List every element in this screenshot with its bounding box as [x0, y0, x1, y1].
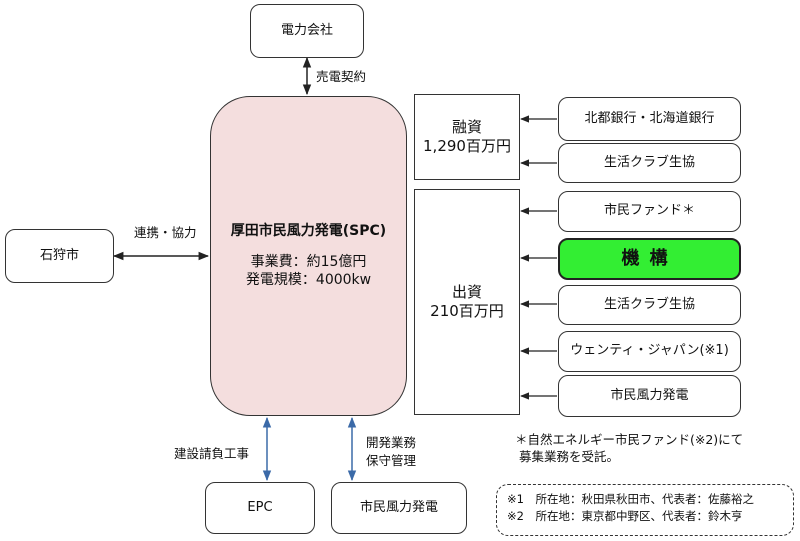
citizen-wind-top-label: 市民風力発電	[610, 387, 689, 403]
loan-amount: 1,290百万円	[423, 137, 511, 155]
address-line-1: ※1 所在地：秋田県秋田市、代表者：佐藤裕之	[507, 492, 754, 506]
ishikari-node: 石狩市	[5, 229, 114, 283]
equity-node: 出資 210百万円	[414, 189, 520, 415]
bank-node: 北都銀行・北海道銀行	[558, 97, 741, 141]
coop-equity-node: 生活クラブ生協	[558, 285, 741, 325]
ishikari-label: 石狩市	[39, 247, 79, 263]
equity-title: 出資	[451, 283, 482, 302]
loan-title: 融資	[451, 118, 482, 137]
development-label-1: 開発業務	[366, 435, 417, 450]
spc-title: 厚田市民風力発電(SPC)	[230, 222, 387, 239]
power-company-label: 電力会社	[280, 22, 333, 38]
kiko-label: 機構	[621, 247, 678, 269]
address-note: ※1 所在地：秋田県秋田市、代表者：佐藤裕之 ※2 所在地：東京都中野区、代表者…	[496, 484, 794, 536]
power-company-node: 電力会社	[250, 4, 364, 58]
citizen-fund-node: 市民ファンド＊	[558, 191, 741, 232]
fund-note: ＊自然エネルギー市民ファンド(※2)にて 募集業務を受託。	[515, 432, 743, 466]
spc-scale: 発電規模：4000kw	[245, 271, 372, 288]
development-label-2: 保守管理	[366, 453, 417, 468]
equity-amount: 210百万円	[430, 302, 504, 320]
bank-label: 北都銀行・北海道銀行	[584, 110, 715, 126]
construction-label: 建設請負工事	[174, 446, 250, 461]
loan-node: 融資 1,290百万円	[414, 94, 520, 180]
address-line-2: ※2 所在地：東京都中野区、代表者：鈴木亨	[507, 508, 743, 523]
spc-cost: 事業費：約15億円	[250, 254, 367, 271]
citizen-wind-top-node: 市民風力発電	[558, 375, 741, 417]
coop-equity-label: 生活クラブ生協	[603, 296, 695, 312]
spc-node: 厚田市民風力発電(SPC) 事業費：約15億円 発電規模：4000kw	[210, 96, 407, 416]
coop-loan-label: 生活クラブ生協	[603, 154, 695, 170]
kiko-node: 機構	[558, 238, 741, 280]
fund-note-line-1: ＊自然エネルギー市民ファンド(※2)にて	[515, 432, 744, 447]
power-contract-label: 売電契約	[316, 69, 367, 84]
coop-loan-node: 生活クラブ生協	[558, 143, 741, 183]
citizen-fund-label: 市民ファンド＊	[603, 203, 695, 219]
citizen-wind-bottom-node: 市民風力発電	[331, 482, 467, 534]
epc-label: EPC	[247, 499, 273, 515]
wenty-label: ウェンティ・ジャパン(※1)	[570, 343, 729, 359]
citizen-wind-bottom-label: 市民風力発電	[359, 499, 438, 515]
wenty-node: ウェンティ・ジャパン(※1)	[558, 331, 741, 372]
cooperation-label: 連携・協力	[134, 225, 197, 240]
epc-node: EPC	[205, 482, 315, 534]
fund-note-line-2: 募集業務を受託。	[519, 448, 620, 464]
